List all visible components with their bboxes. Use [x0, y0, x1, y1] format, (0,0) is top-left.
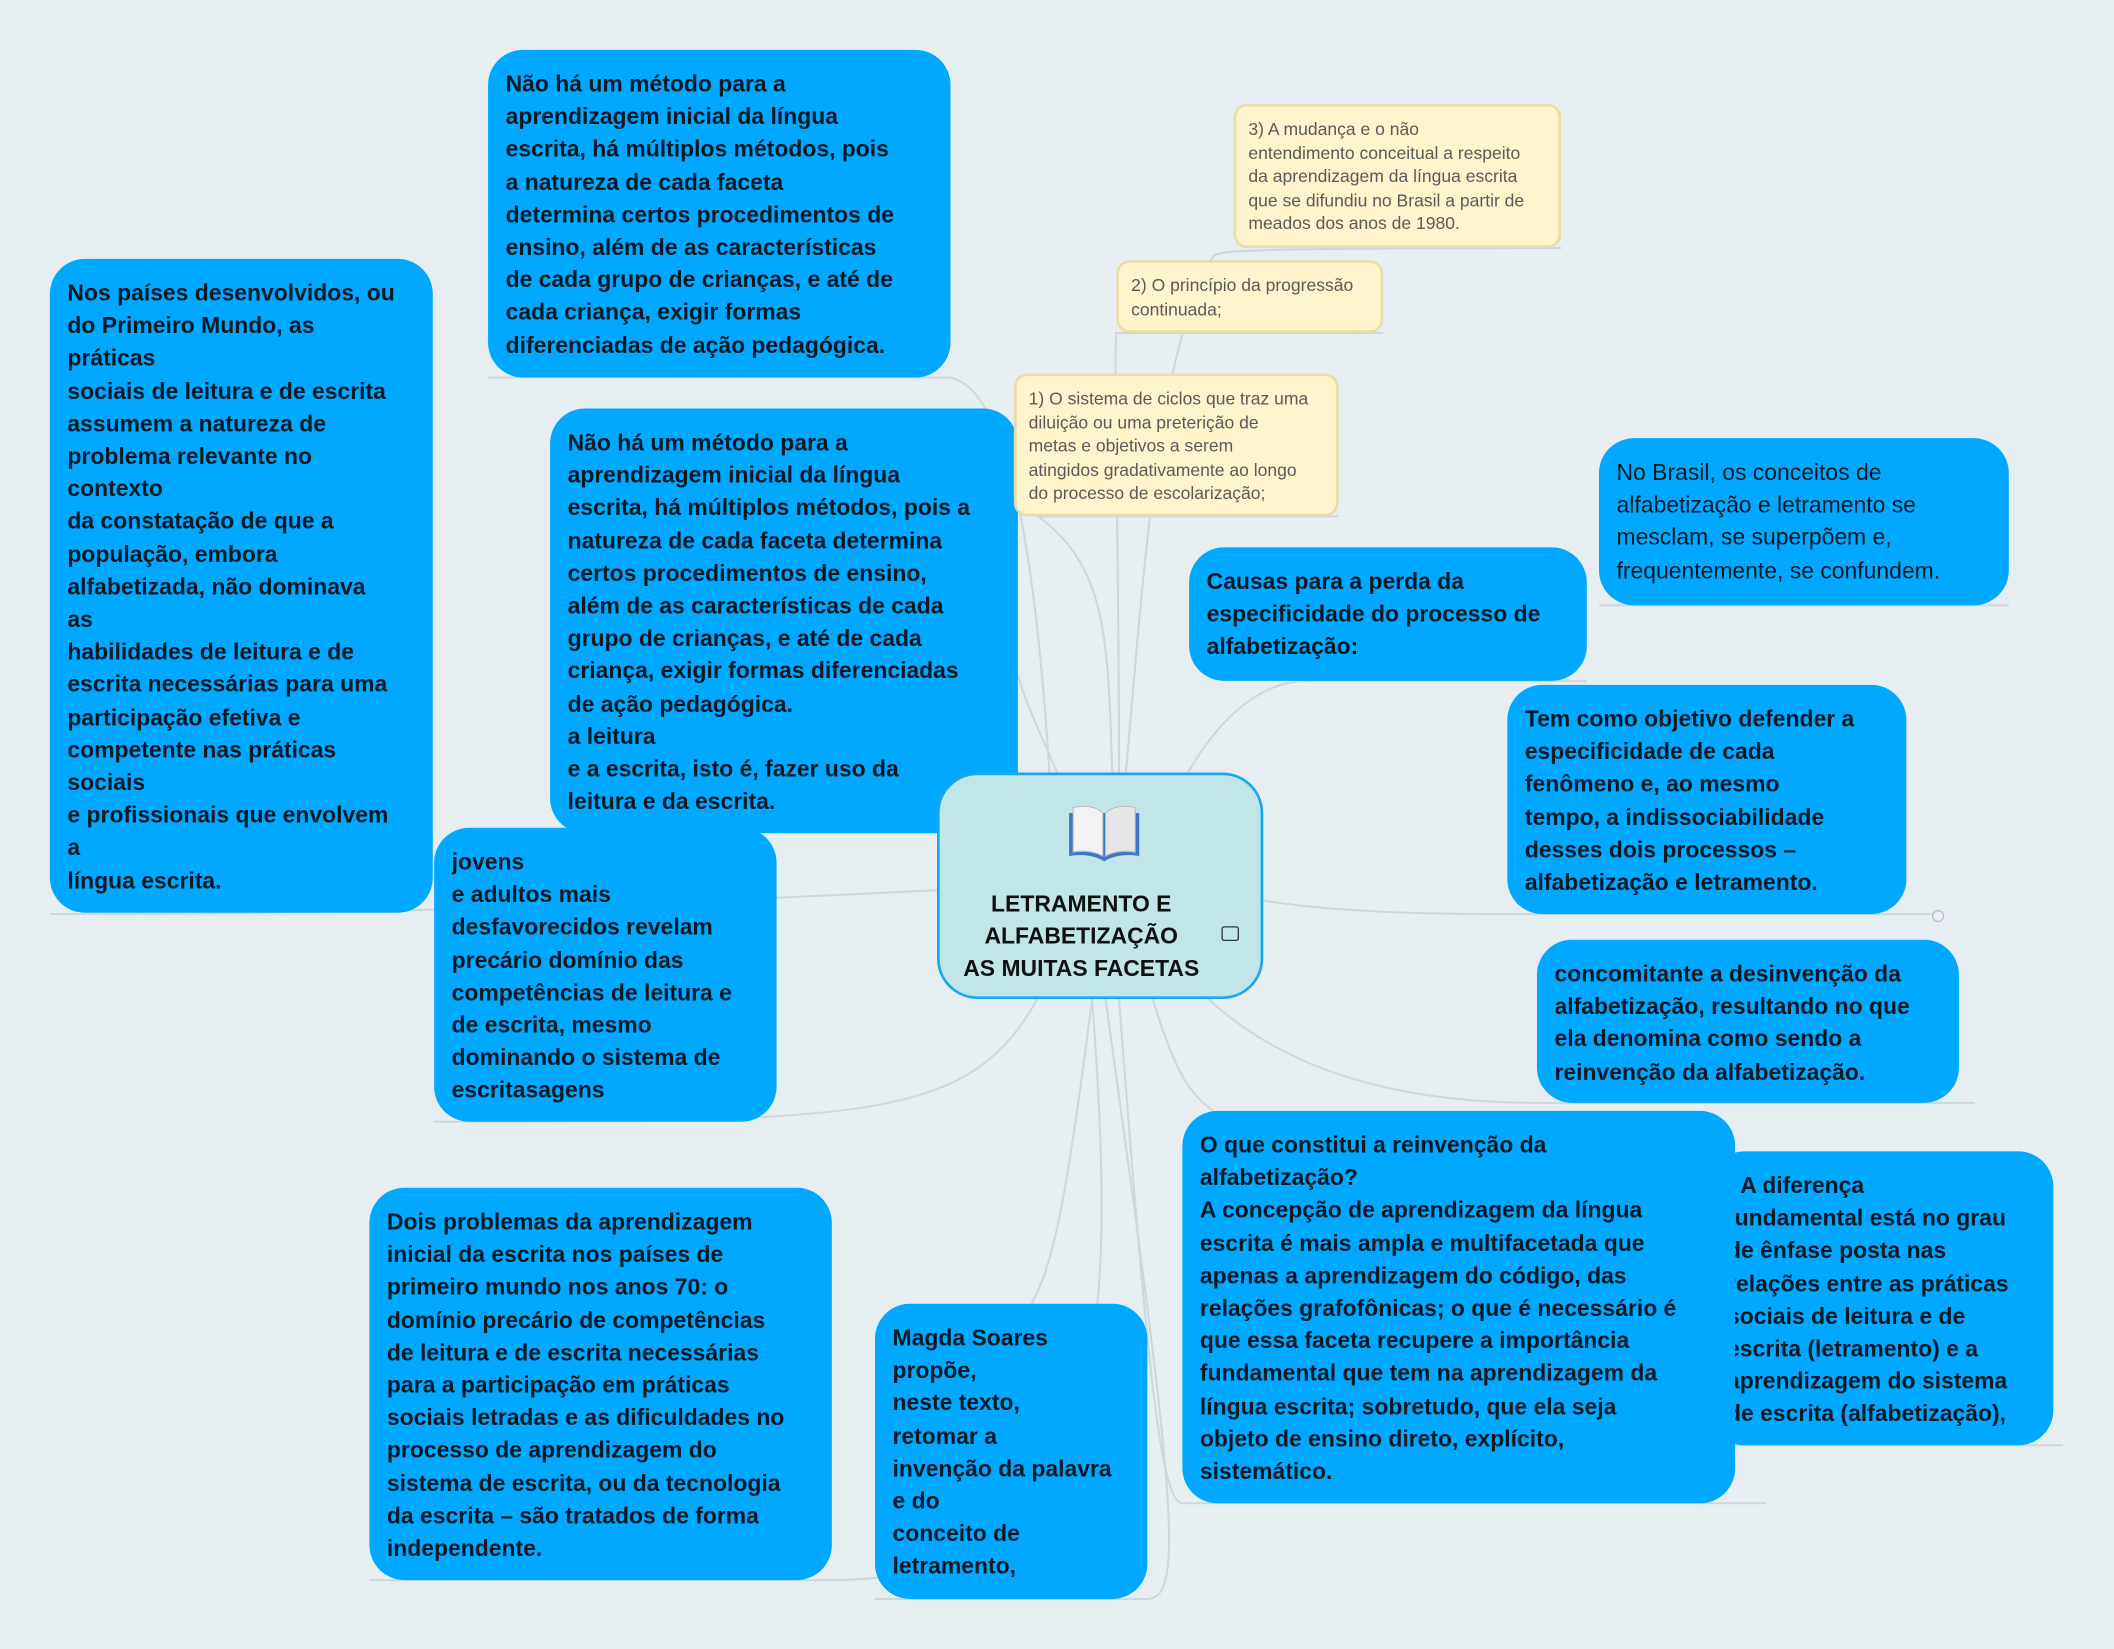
topic-reinvencao[interactable]: O que constitui a reinvenção da alfabeti…	[1182, 1110, 1736, 1504]
topic-no-brasil[interactable]: No Brasil, os conceitos de alfabetização…	[1598, 438, 2009, 606]
topic-magda[interactable]: Magda Soares propõe, neste texto, retoma…	[874, 1303, 1148, 1599]
link-objetivo	[1263, 899, 1942, 916]
central-topic-title: LETRAMENTO E ALFABETIZAÇÃO AS MUITAS FAC…	[963, 891, 1200, 982]
link-magda	[1030, 998, 1094, 1305]
note-causa-2[interactable]: 2) O princípio da progressão continuada;	[1116, 260, 1384, 334]
topic-jovens[interactable]: jovens e adultos mais desfavorecidos rev…	[434, 827, 777, 1122]
topic-objetivo[interactable]: Tem como objetivo defender a especificid…	[1507, 684, 1907, 915]
topic-metodo-middle[interactable]: Não há um método para a aprendizagem ini…	[550, 408, 1018, 834]
topic-causas[interactable]: Causas para a perda da especificidade do…	[1189, 547, 1587, 681]
topic-concomitante[interactable]: concomitante a desinvenção da alfabetiza…	[1536, 939, 1959, 1103]
link-magda-bottom	[874, 998, 1171, 1600]
link-causas	[1185, 679, 1587, 776]
link-concomitante	[1205, 996, 1976, 1104]
topic-paises-desenvolvidos[interactable]: Nos países desenvolvidos, ou do Primeiro…	[49, 258, 433, 913]
topic-diferenca[interactable]: · A diferença fundamental está no grau d…	[1709, 1151, 2054, 1446]
image-icon[interactable]	[1221, 926, 1239, 942]
collapse-toggle[interactable]	[1931, 910, 1945, 923]
open-book-icon	[1069, 805, 1140, 862]
link-reinvencao	[1151, 998, 1214, 1112]
topic-metodo-top[interactable]: Não há um método para a aprendizagem ini…	[488, 49, 951, 378]
link-reinvencao-bottom	[1117, 998, 1767, 1505]
central-topic[interactable]: LETRAMENTO E ALFABETIZAÇÃO AS MUITAS FAC…	[936, 772, 1264, 1000]
link-causa-1	[1035, 515, 1339, 776]
link-metodo-middle	[1016, 673, 1060, 776]
note-causa-1[interactable]: 1) O sistema de ciclos que traz uma dilu…	[1013, 373, 1339, 517]
topic-dois-problemas[interactable]: Dois problemas da aprendizagem inicial d…	[369, 1187, 832, 1581]
note-causa-3[interactable]: 3) A mudança e o não entendimento concei…	[1233, 103, 1562, 249]
